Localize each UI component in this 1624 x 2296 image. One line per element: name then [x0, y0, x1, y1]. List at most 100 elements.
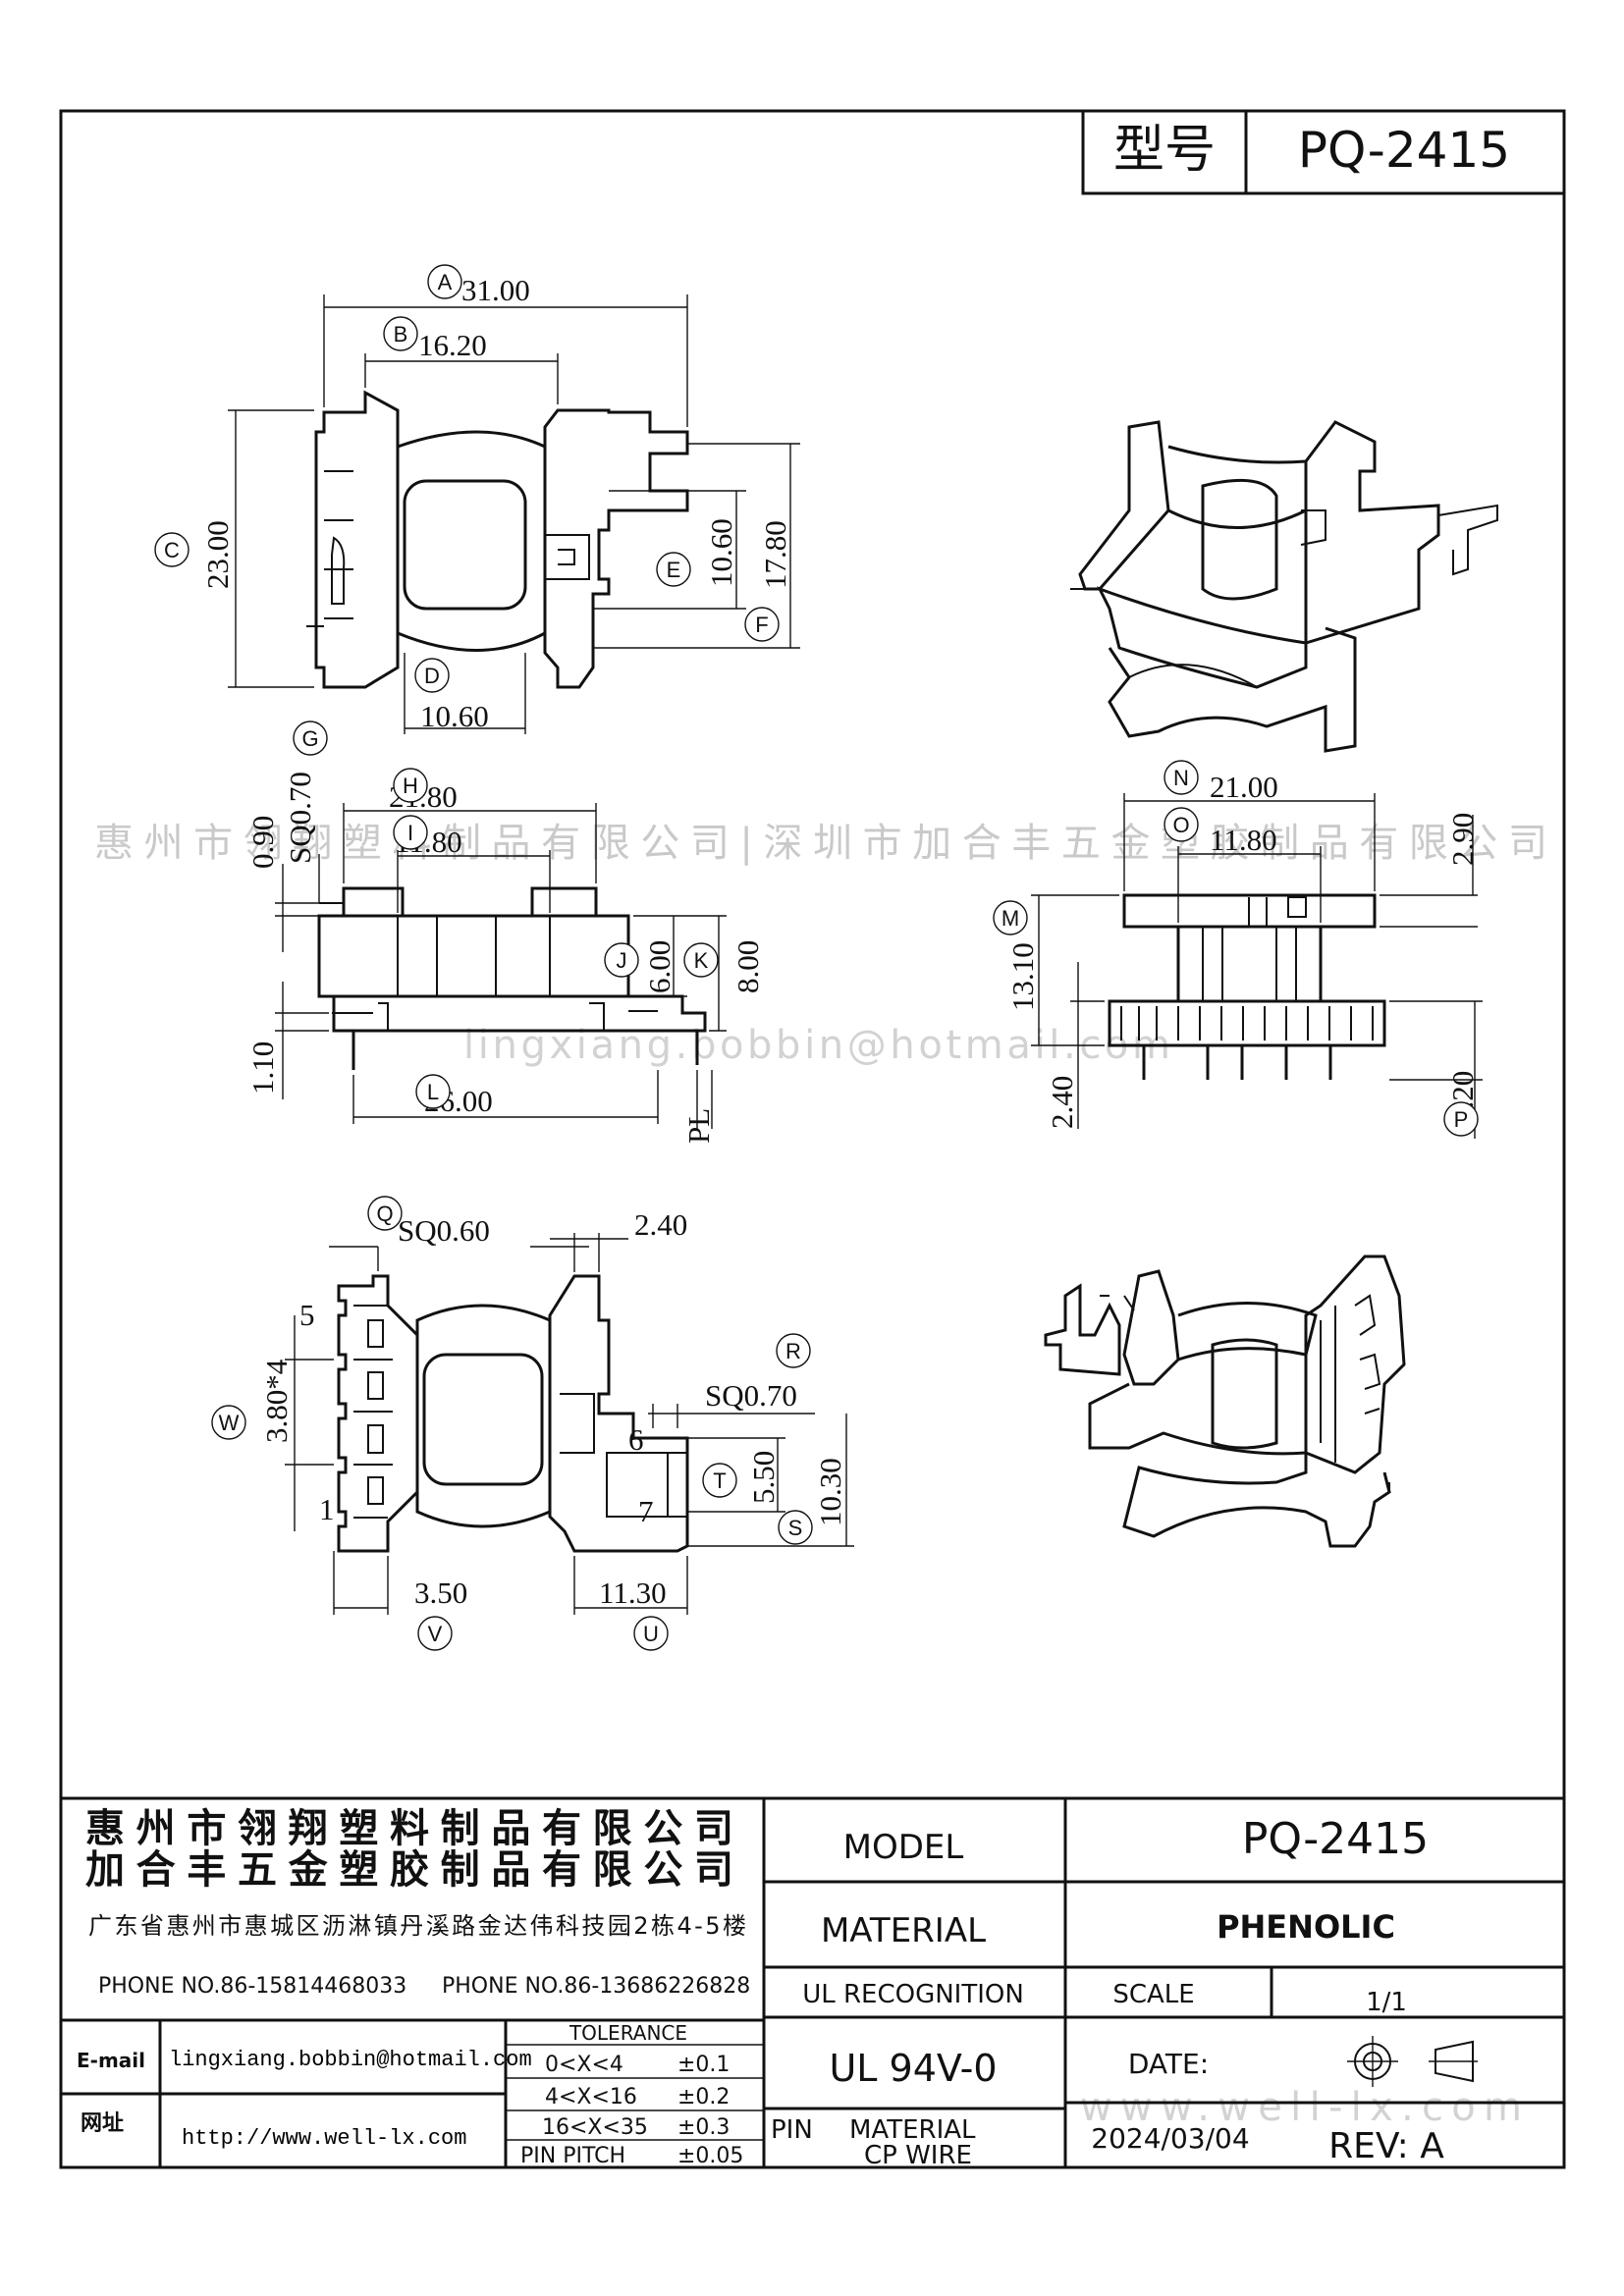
dim-PL: PL	[681, 1108, 716, 1144]
balloon-R: R	[776, 1333, 811, 1368]
material-value: PHENOLIC	[1217, 1908, 1395, 1946]
bottom-view: SQ0.60 2.40 SQ0.70 5.50 10.30 3.80*4 3.5…	[259, 1207, 854, 1615]
balloon-letter: W	[219, 1411, 240, 1435]
balloon-letter: M	[1001, 906, 1019, 931]
balloon-letter: E	[667, 558, 681, 582]
balloon-T: T	[702, 1463, 737, 1498]
web-label: 网址	[81, 2111, 124, 2136]
balloon-letter: Q	[376, 1201, 393, 1226]
balloon-letter: T	[713, 1468, 726, 1493]
balloon-circle	[383, 316, 418, 351]
dim-V: 3.50	[414, 1575, 467, 1610]
balloon-circle	[778, 1510, 813, 1545]
dim-J: 6.00	[642, 940, 677, 993]
balloon-circle	[993, 900, 1028, 935]
balloon-M: M	[993, 900, 1028, 935]
balloon-circle	[414, 658, 450, 693]
dim-G2: 0.90	[245, 816, 280, 869]
balloon-circle	[393, 768, 428, 803]
dim-N: 21.00	[1210, 770, 1278, 804]
balloon-L: L	[415, 1074, 451, 1109]
balloon-circle	[211, 1405, 246, 1440]
balloon-U: U	[633, 1616, 669, 1651]
balloon-letter: O	[1172, 813, 1189, 837]
balloon-letter: J	[617, 948, 627, 973]
balloon-Q: Q	[367, 1196, 403, 1231]
balloon-B: B	[383, 316, 418, 351]
dim-Q2: 2.40	[634, 1207, 687, 1242]
balloon-letter: P	[1454, 1107, 1469, 1132]
pin-material-label: MATERIAL	[849, 2115, 976, 2145]
pin-6: 6	[628, 1422, 644, 1457]
dim-Q: SQ0.60	[398, 1213, 490, 1248]
model-label: MODEL	[843, 1828, 964, 1867]
balloon-circle	[683, 942, 719, 978]
pin-5: 5	[299, 1298, 315, 1332]
tolerance-range-2: 4<X<16	[545, 2085, 637, 2109]
balloon-letter: G	[301, 726, 318, 751]
balloon-letter: U	[643, 1622, 659, 1646]
tolerance-value-1: ±0.1	[677, 2053, 730, 2077]
dim-F: 17.80	[758, 520, 792, 589]
balloon-letter: C	[164, 538, 180, 562]
balloon-D: D	[414, 658, 450, 693]
dim-G: SQ0.70	[283, 772, 317, 864]
scale-value: 1/1	[1366, 1988, 1407, 2017]
dim-A: 31.00	[461, 273, 530, 307]
balloon-O: O	[1164, 807, 1199, 842]
tolerance-title: TOLERANCE	[568, 2021, 687, 2045]
balloon-circle	[367, 1196, 403, 1231]
header-box: 型号 PQ-2415	[1081, 111, 1564, 195]
balloon-I: I	[393, 815, 428, 850]
top-view: 31.00 16.20 23.00 10.60 17.80 10.60	[200, 273, 800, 734]
dim-C: 23.00	[200, 520, 235, 589]
balloon-circle	[1164, 760, 1199, 795]
balloon-letter: I	[407, 821, 413, 845]
rev-label: REV: A	[1328, 2126, 1444, 2166]
balloon-H: H	[393, 768, 428, 803]
scale-label: SCALE	[1112, 1980, 1194, 2009]
balloon-F: F	[744, 607, 780, 642]
pin-1: 1	[319, 1492, 335, 1526]
balloon-circle	[776, 1333, 811, 1368]
balloon-letter: S	[788, 1516, 803, 1540]
third-angle-projection-icon	[1347, 2036, 1478, 2087]
balloon-N: N	[1164, 760, 1199, 795]
isometric-view-top	[1070, 420, 1498, 753]
tolerance-value-3: ±0.3	[677, 2115, 730, 2140]
dim-O: 11.80	[1210, 823, 1277, 857]
balloon-circle	[1443, 1101, 1479, 1137]
balloon-A: A	[427, 264, 462, 299]
pin-material-value: CP WIRE	[864, 2141, 972, 2170]
balloon-letter: N	[1173, 766, 1189, 790]
balloon-circle	[744, 607, 780, 642]
dim-M2: 2.40	[1045, 1076, 1079, 1129]
balloon-circle	[393, 815, 428, 850]
balloon-circle	[633, 1616, 669, 1651]
balloon-circle	[604, 942, 639, 978]
balloon-S: S	[778, 1510, 813, 1545]
dim-U: 11.30	[599, 1575, 667, 1610]
balloon-letter: D	[424, 664, 440, 688]
balloon-G: G	[293, 721, 328, 756]
balloon-circle	[293, 721, 328, 756]
date-value: 2024/03/04	[1091, 2122, 1249, 2155]
email-value: lingxiang.bobbin@hotmail.com	[169, 2048, 532, 2072]
company-name-2: 加合丰五金塑胶制品有限公司	[85, 1847, 733, 1893]
balloon-letter: F	[755, 613, 768, 637]
dim-L2: 1.10	[245, 1041, 280, 1095]
balloon-circle	[427, 264, 462, 299]
pin-7: 7	[638, 1494, 654, 1528]
model-value: PQ-2415	[1242, 1814, 1429, 1864]
balloon-W: W	[211, 1405, 246, 1440]
dim-M: 13.10	[1005, 942, 1040, 1011]
balloon-E: E	[656, 552, 691, 587]
dim-R: SQ0.70	[705, 1378, 797, 1413]
dim-K: 8.00	[731, 940, 765, 993]
tolerance-value-2: ±0.2	[677, 2085, 730, 2109]
dim-B: 16.20	[418, 328, 487, 362]
tolerance-value-4: ±0.05	[677, 2144, 743, 2168]
web-value: http://www.well-lx.com	[182, 2126, 466, 2151]
